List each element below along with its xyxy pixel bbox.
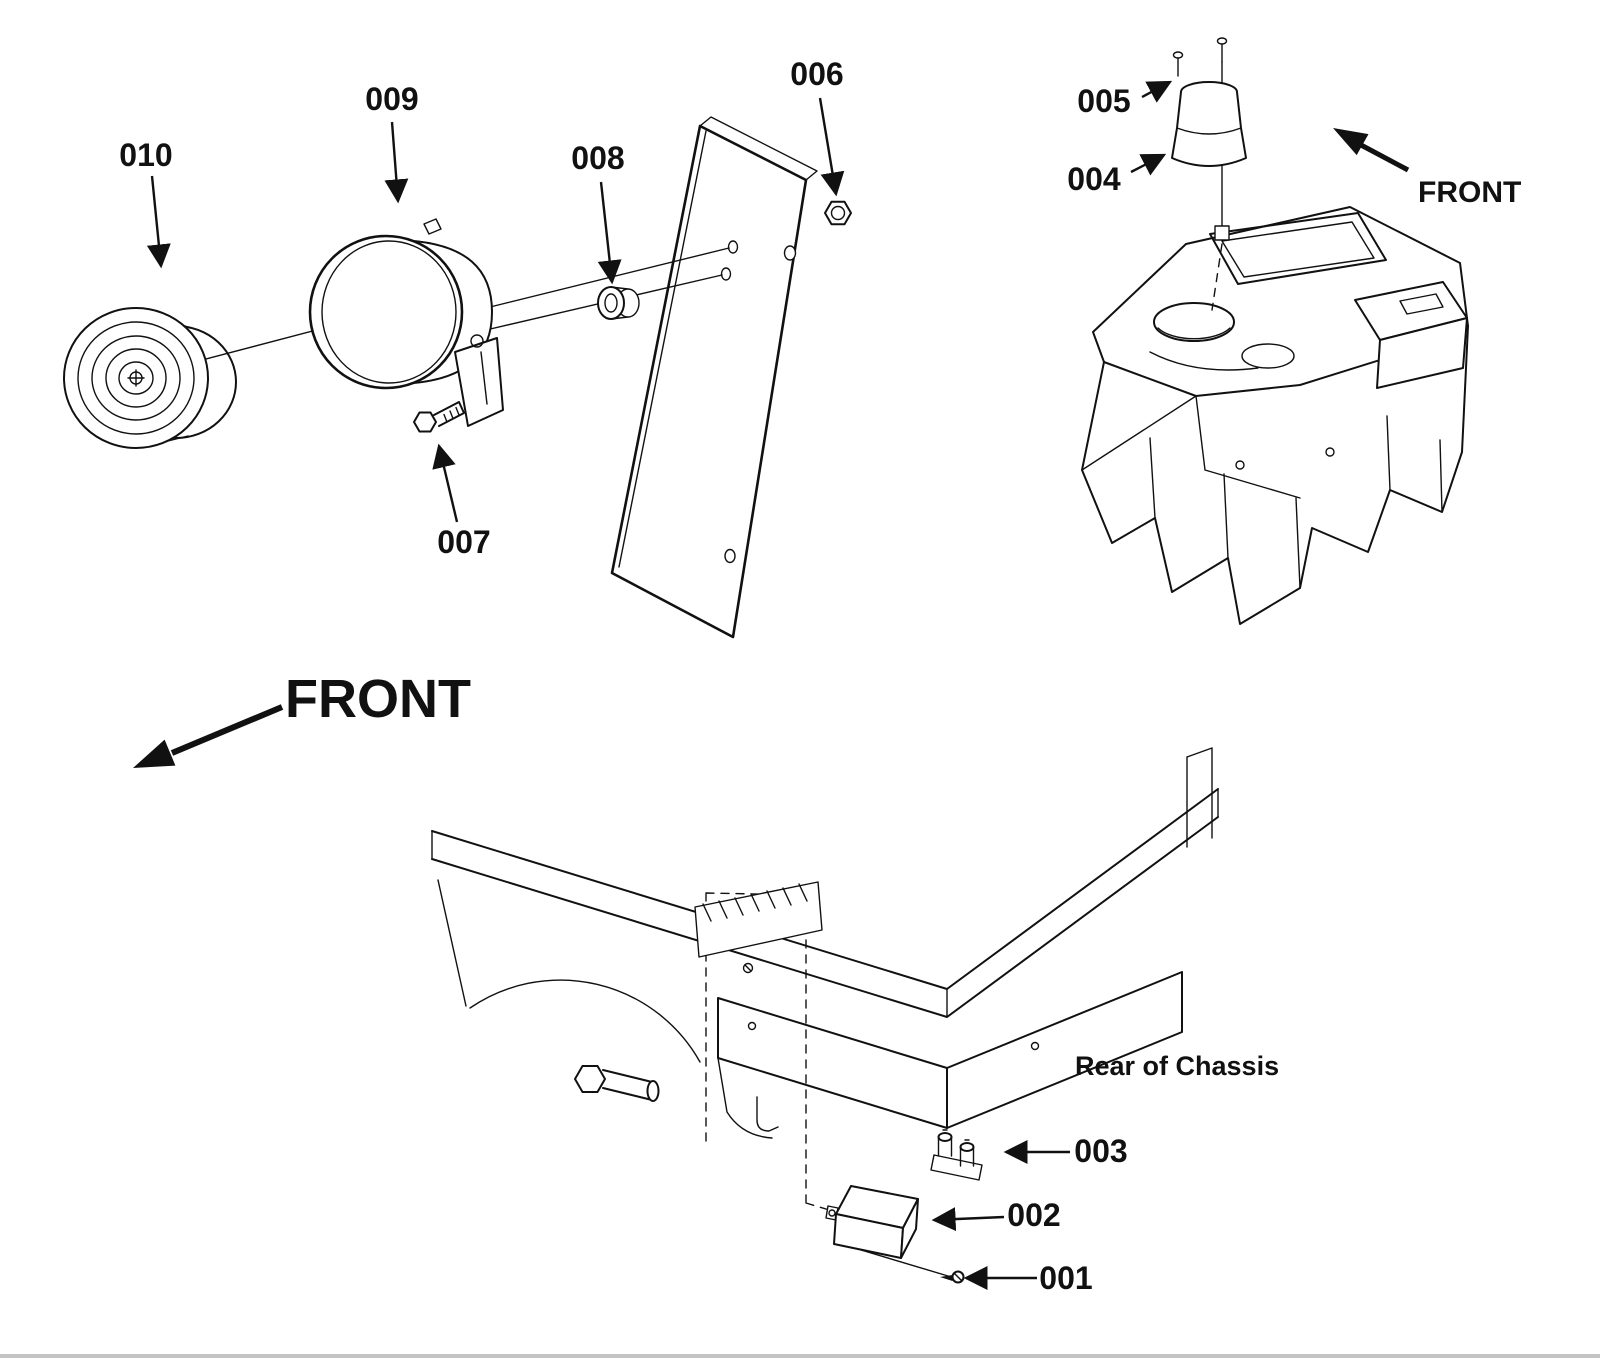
chassis-corner: [431, 747, 1219, 1213]
leader-008: [597, 181, 622, 285]
part-004-beacon-base: [1171, 81, 1247, 167]
page-bottom-rule: [0, 1354, 1600, 1358]
part-009-headlight: [308, 218, 504, 427]
part-label-004: 004: [1067, 161, 1121, 197]
front-arrow-upper: [1333, 128, 1410, 173]
leader-005: [1141, 80, 1173, 103]
part-label-003: 003: [1074, 1133, 1127, 1169]
front-annotation-lower: FRONT: [285, 669, 471, 729]
part-007-bolt: [413, 401, 465, 433]
part-005-screws: [1172, 37, 1228, 77]
part-label-001: 001: [1039, 1260, 1092, 1296]
headlight-mount-panel: [610, 116, 818, 639]
part-001-screw: [940, 1270, 965, 1284]
leader-007: [432, 443, 459, 523]
rear-of-chassis-caption: Rear of Chassis: [1075, 1051, 1279, 1081]
part-002-switch: [825, 1185, 949, 1277]
part-label-010: 010: [119, 137, 172, 173]
part-010-grille-guard: [63, 307, 237, 449]
leader-010: [146, 175, 171, 269]
leader-arrows: [146, 80, 1173, 1290]
part-label-009: 009: [365, 81, 418, 117]
part-label-008: 008: [571, 140, 624, 176]
front-annotation-upper: FRONT: [1418, 176, 1521, 209]
part-label-007: 007: [437, 524, 490, 560]
leader-004: [1130, 153, 1167, 176]
hood-assembly: [1081, 61, 1469, 625]
part-label-006: 006: [790, 56, 843, 92]
part-label-002: 002: [1007, 1197, 1060, 1233]
leader-006: [818, 97, 845, 197]
part-008-grommet: [597, 286, 640, 320]
part-003-terminals: [930, 1129, 983, 1181]
leader-002: [931, 1207, 1005, 1232]
part-006-nut: [824, 200, 852, 226]
front-arrow-lower: [133, 704, 284, 768]
leader-009: [384, 121, 409, 204]
part-label-005: 005: [1077, 83, 1130, 119]
